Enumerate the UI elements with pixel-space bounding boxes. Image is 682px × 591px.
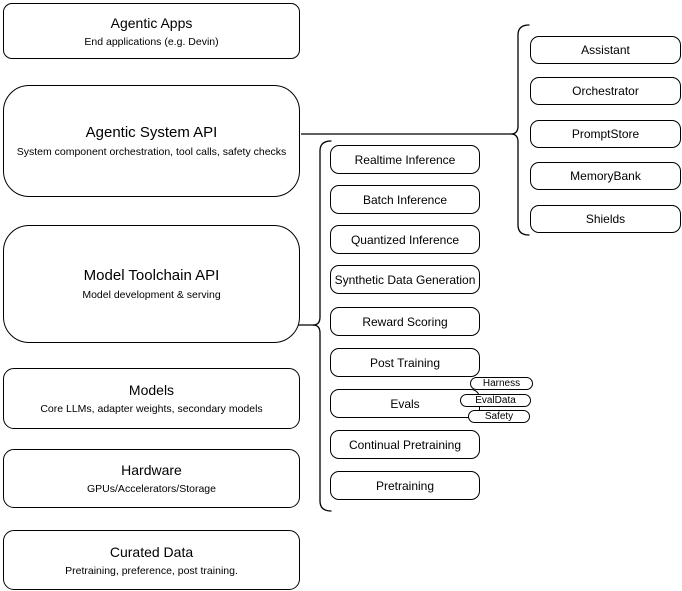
node-label: Assistant (581, 43, 630, 57)
node-label: Batch Inference (362, 192, 448, 207)
node-quantized-inference: Quantized Inference (330, 225, 480, 254)
node-assistant: Assistant (530, 36, 681, 64)
node-subtitle: System component orchestration, tool cal… (16, 146, 287, 158)
node-reward-scoring: Reward Scoring (330, 307, 480, 336)
node-subtitle: Pretraining, preference, post training. (65, 564, 238, 577)
node-title: Curated Data (109, 543, 194, 560)
node-models: Models Core LLMs, adapter weights, secon… (3, 368, 300, 429)
node-batch-inference: Batch Inference (330, 185, 480, 214)
badge-label: EvalData (475, 394, 516, 406)
node-realtime-inference: Realtime Inference (330, 145, 480, 174)
node-title: Agentic System API (85, 124, 218, 141)
node-agentic-apps: Agentic Apps End applications (e.g. Devi… (3, 3, 300, 59)
node-memorybank: MemoryBank (530, 162, 681, 190)
node-title: Hardware (121, 462, 182, 478)
node-label: Reward Scoring (362, 314, 448, 329)
node-label: Pretraining (375, 478, 435, 493)
node-agentic-system-api: Agentic System API System component orch… (3, 85, 300, 197)
node-subtitle: Model development & serving (82, 289, 221, 301)
node-model-toolchain-api: Model Toolchain API Model development & … (3, 225, 300, 343)
node-post-training: Post Training (330, 348, 480, 377)
badge-safety: Safety (468, 410, 530, 423)
node-curated-data: Curated Data Pretraining, preference, po… (3, 530, 300, 590)
node-label: Orchestrator (572, 84, 639, 98)
badge-evaldata: EvalData (460, 394, 531, 407)
badge-harness: Harness (470, 377, 533, 390)
node-label: Realtime Inference (354, 152, 456, 167)
node-orchestrator: Orchestrator (530, 77, 681, 105)
node-label: Continual Pretraining (348, 437, 462, 452)
node-shields: Shields (530, 205, 681, 233)
node-title: Agentic Apps (110, 14, 193, 31)
node-label: Post Training (369, 355, 441, 370)
node-subtitle: Core LLMs, adapter weights, secondary mo… (40, 403, 263, 415)
node-title: Model Toolchain API (83, 267, 220, 284)
node-continual-pretraining: Continual Pretraining (330, 430, 480, 459)
system-curly-brace (510, 24, 530, 236)
node-hardware: Hardware GPUs/Accelerators/Storage (3, 449, 300, 508)
toolchain-curly-brace (312, 140, 332, 512)
node-label: Quantized Inference (350, 232, 460, 247)
node-subtitle: End applications (e.g. Devin) (84, 35, 219, 48)
node-label: MemoryBank (570, 169, 641, 183)
node-pretraining: Pretraining (330, 471, 480, 500)
node-label: Evals (390, 396, 420, 411)
node-synthetic-data-generation: Synthetic Data Generation (330, 265, 480, 294)
node-label: PromptStore (571, 127, 640, 141)
node-label: Synthetic Data Generation (334, 272, 476, 287)
badge-label: Safety (484, 410, 514, 422)
node-label: Shields (585, 212, 626, 226)
node-title: Models (128, 382, 175, 398)
node-subtitle: GPUs/Accelerators/Storage (87, 483, 216, 495)
badge-label: Harness (482, 377, 521, 389)
node-evals: Evals (330, 389, 480, 418)
node-promptstore: PromptStore (530, 120, 681, 148)
